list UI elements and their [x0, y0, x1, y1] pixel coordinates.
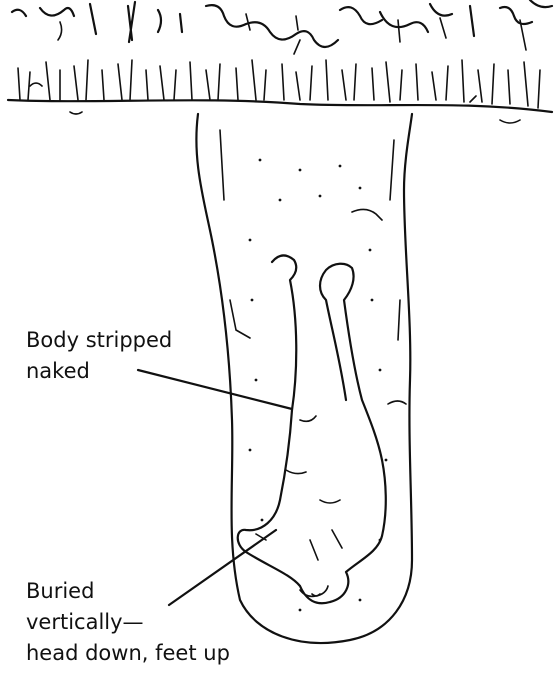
body-annotation-line-1: Body stripped	[26, 325, 172, 356]
body-annotation-line-2: naked	[26, 356, 172, 387]
burial-annotation-line-1: Buried	[26, 576, 230, 607]
body-annotation: Body stripped naked	[26, 325, 172, 387]
foliage	[12, 0, 552, 54]
burial-annotation-line-2: vertically—	[26, 607, 230, 638]
inverted-body	[238, 255, 386, 603]
ground	[8, 60, 552, 123]
burial-annotation-line-3: head down, feet up	[26, 638, 230, 669]
burial-annotation: Buried vertically— head down, feet up	[26, 576, 230, 669]
